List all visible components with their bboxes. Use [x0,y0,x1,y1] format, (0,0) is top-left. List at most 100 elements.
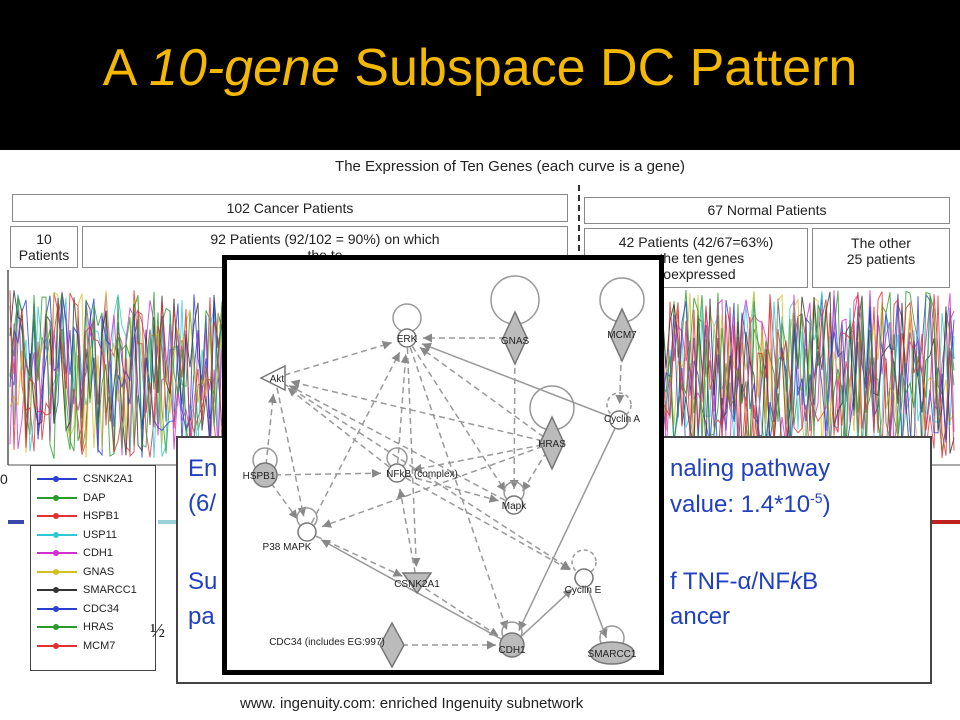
network-edge [421,342,620,421]
network-node-smarcc1 [589,641,635,665]
network-label: Mapk [502,501,527,512]
network-edge [518,419,620,631]
title-italic: 10-gene [149,39,340,97]
network-edge [264,393,277,476]
network-edge [396,472,499,503]
title-suffix: Subspace DC Pattern [339,39,858,97]
legend-item: CDH1 [31,544,155,563]
network-label: CDC34 (includes EG:997) [269,637,385,648]
network-edge [274,340,392,379]
network-node-mapk [504,495,524,515]
network-node-p38 [297,522,317,542]
other-line2: 25 patients [846,251,916,267]
network-node-akt [259,364,286,392]
network-edge [288,384,515,506]
insight-line2-right: value: 1.4*10-5) [670,490,831,519]
legend-label: GNAS [83,565,115,578]
legend-swatch [37,568,77,575]
legend-item: USP11 [31,526,155,545]
network-edge [306,531,403,577]
deco-line-cyan [158,520,178,524]
legend-swatch [37,513,77,520]
network-label: HRAS [538,439,566,450]
legend-label: MCM7 [83,639,116,652]
title-bar [0,0,960,150]
pvalue-exponent: -5 [810,490,823,506]
axis-zero-label: 0 [0,471,8,487]
network-edge [412,442,553,473]
network-edge [321,442,553,528]
insight-line1-left: En [188,455,218,482]
legend-item: HRAS [31,618,155,637]
legend-swatch [37,605,77,612]
network-edge [290,379,553,444]
legend-label: CDC34 [83,602,120,615]
insight-line3-left: Su [188,568,218,595]
legend-item: SMARCC1 [31,581,155,600]
legend-item: DAP [31,489,155,508]
network-label: Akt [270,374,285,385]
insight-line3-right: f TNF-α/NFkB [670,568,818,596]
pvalue-close: ) [822,491,831,518]
legend-label: CDH1 [83,547,113,560]
legend-swatch [37,624,77,631]
tnf-suffix: B [802,568,819,595]
legend-label: USP11 [83,528,118,541]
legend-item: CDC34 [31,600,155,619]
network-node-gnas [502,310,528,366]
network-edge [274,377,307,517]
network-node-mcm7 [609,307,635,363]
legend-item: GNAS [31,563,155,582]
legend-label: DAP [83,491,106,504]
ten-patients-label: 10 Patients [18,231,70,263]
network-label: CDH1 [498,645,526,656]
legend-swatch [37,642,77,649]
legend-label: CSNK2A1 [83,473,134,486]
insight-line4-left: pa [188,603,215,630]
network-edge [264,468,382,478]
network-edge [396,353,410,474]
legend-swatch [37,587,77,594]
network-edge [406,337,421,568]
network-label: MCM7 [607,330,637,341]
network-label: NFkB (complex) [386,469,458,480]
network-edge [397,488,418,584]
legend-label: HRAS [83,621,114,634]
other-patients-box: The other 25 patients [812,228,950,288]
network-edge [583,577,608,639]
slide-title: A 10-gene Subspace DC Pattern [0,38,960,98]
network-node-hras [539,415,565,471]
deco-line-red [928,520,960,524]
network-edge [287,387,398,474]
tnf-italic: k [790,568,803,595]
network-label: Cyclin A [604,414,640,425]
network-edge [396,472,571,571]
network-label: Cyclin E [565,585,602,596]
legend-item: HSPB1 [31,507,155,526]
self-loop [606,392,632,418]
network-label: GNAS [501,336,530,347]
pvalue-text: value: 1.4*10 [670,491,811,518]
network-node-csnk2a1 [401,572,433,595]
legend-label: SMARCC1 [83,584,137,597]
network-node-nfkb [387,463,407,483]
forty-two-line3: coexpressed [656,266,736,282]
network-edge [306,351,401,533]
legend-label: HSPB1 [83,510,120,523]
legend-swatch [37,550,77,557]
legend-item: CSNK2A1 [31,470,155,489]
forty-two-line1: 42 Patients (42/67=63%) [618,234,774,250]
network-edge [274,377,571,570]
legend-swatch [37,531,77,538]
footer-source: www. ingenuity.com: enriched Ingenuity s… [240,695,584,712]
deco-line-blue [8,520,24,524]
network-edge [406,337,506,492]
network-label: CSNK2A1 [394,579,440,590]
legend-item: MCM7 [31,637,155,656]
legend-swatch [37,494,77,501]
legend-swatch [37,476,77,483]
network-node-cyclina [609,410,629,430]
